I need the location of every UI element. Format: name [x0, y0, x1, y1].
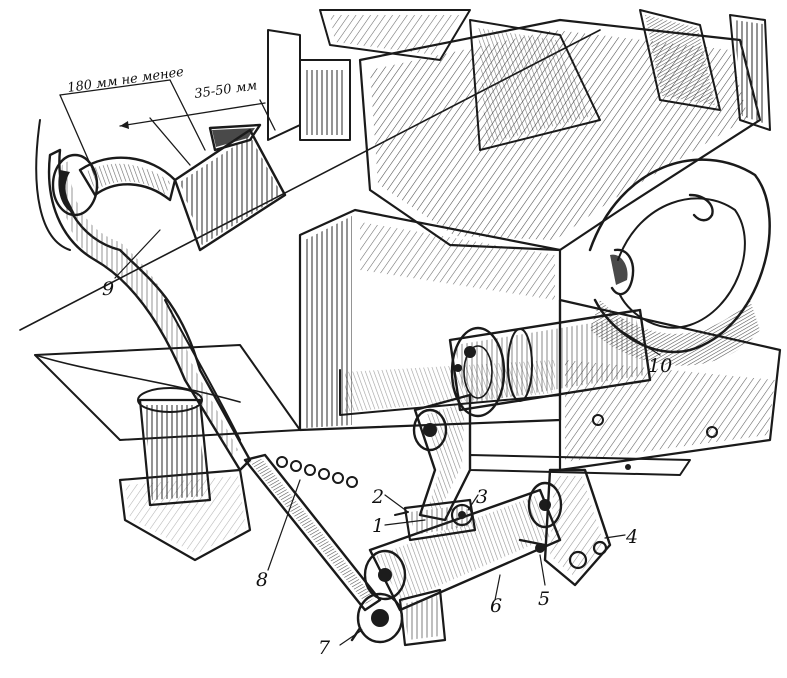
bracket-right	[518, 468, 612, 587]
pull-rod	[243, 453, 382, 612]
callout-labels: 1 2 3 4 5 6 7 8 9 10	[102, 278, 672, 659]
release-shaft	[448, 308, 652, 418]
tunnel-block	[298, 208, 562, 432]
callout-1: 1	[372, 515, 384, 537]
gearbox-housing	[358, 9, 771, 252]
free-play-label: 35-50 мм	[193, 78, 258, 102]
pedestal	[118, 387, 252, 562]
pedal-pad	[173, 123, 287, 252]
pedal-travel-label: 180 мм не менее	[66, 65, 185, 96]
callout-2: 2	[371, 486, 384, 508]
adjusting-sleeve	[394, 498, 477, 542]
lower-pivot	[350, 588, 447, 647]
firewall-panel	[267, 9, 471, 141]
callout-4: 4	[625, 526, 638, 548]
callout-5: 5	[538, 588, 550, 610]
return-spring	[276, 456, 358, 488]
leader-lines	[114, 229, 661, 646]
callout-3: 3	[476, 486, 488, 508]
callout-10: 10	[648, 355, 672, 377]
callout-6: 6	[490, 595, 502, 617]
pedal-stem	[51, 153, 177, 217]
callout-7: 7	[318, 637, 331, 659]
callout-9: 9	[102, 278, 114, 300]
callout-8: 8	[256, 569, 268, 591]
